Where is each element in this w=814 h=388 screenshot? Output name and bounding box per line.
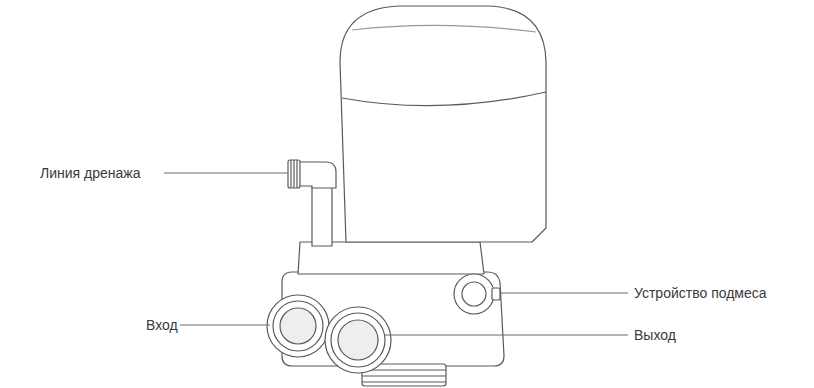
- inlet-port: [267, 295, 329, 357]
- leader-line: [180, 325, 270, 326]
- mixer-knob: [454, 274, 494, 314]
- mixer-stem: [492, 288, 500, 300]
- outlet-ring: [331, 313, 385, 367]
- leader-line: [164, 173, 288, 174]
- mixer-knob-inner: [462, 282, 486, 306]
- thread-lines: [362, 370, 446, 382]
- outlet-port: [325, 307, 391, 373]
- valve-cover: [340, 6, 546, 242]
- drain-elbow: [298, 162, 336, 188]
- inlet-opening: [280, 308, 316, 344]
- outlet-opening: [338, 320, 378, 360]
- leader-line: [384, 335, 628, 336]
- part-label: Устройство подмеса: [634, 285, 767, 301]
- fitting-ridges: [291, 160, 297, 188]
- part-label: Вход: [146, 317, 178, 333]
- part-label: Линия дренажа: [40, 165, 140, 181]
- part-label: Выход: [634, 327, 676, 343]
- drain-fitting: [288, 160, 300, 188]
- cover-highlight: [352, 25, 536, 32]
- inlet-ring: [273, 301, 323, 351]
- cover-lid-edge: [342, 92, 546, 106]
- valve-neck: [298, 242, 484, 274]
- leader-line: [500, 293, 628, 294]
